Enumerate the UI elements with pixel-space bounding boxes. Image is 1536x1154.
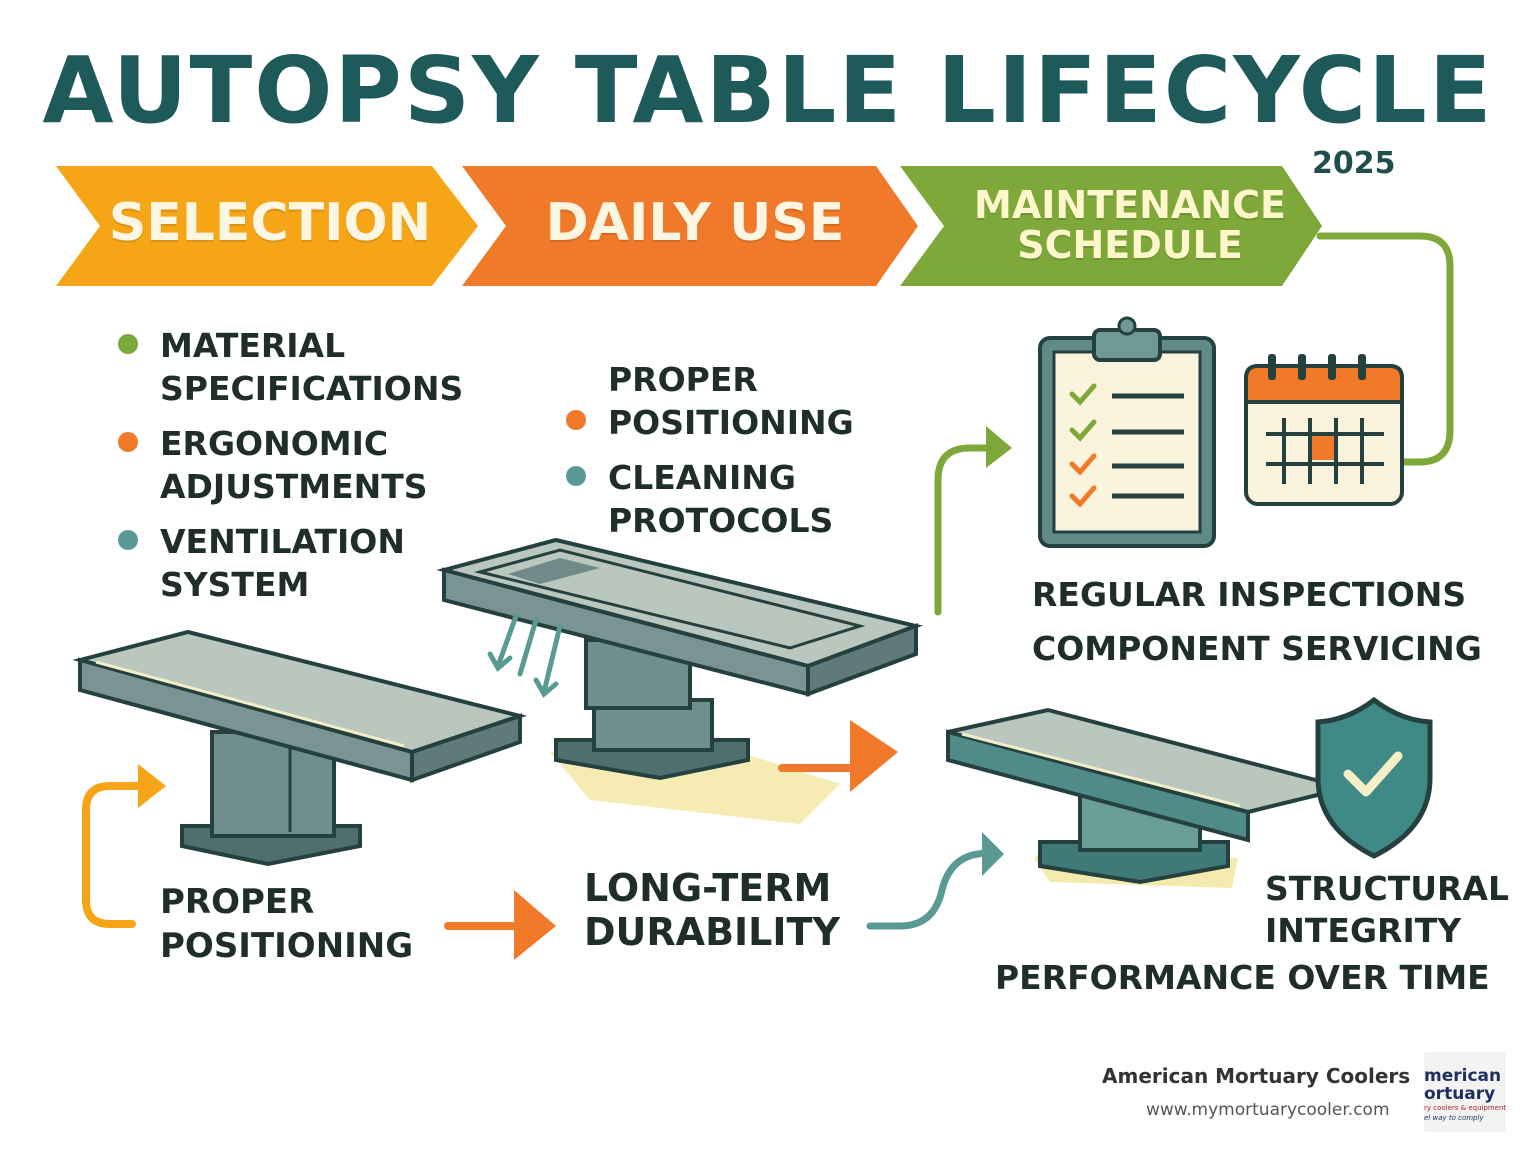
autopsy-table-daily-use xyxy=(436,537,923,824)
performance-over-time-label: PERFORMANCE OVER TIME xyxy=(995,958,1490,997)
logo-text-line3: ry coolers & equipment xyxy=(1424,1104,1506,1112)
autopsy-table-maintenance xyxy=(946,707,1347,888)
ventilation-arrows-icon xyxy=(487,613,563,698)
green-up-arrow xyxy=(934,444,994,616)
calendar-icon xyxy=(1244,354,1404,506)
list-item-text: VENTILATION SYSTEM xyxy=(160,522,405,604)
list-item-text: ERGONOMIC ADJUSTMENTS xyxy=(160,424,428,506)
brand-logo: merican ortuary ry coolers & equipment e… xyxy=(1424,1052,1506,1132)
stage-daily-use-label: DAILY USE xyxy=(545,193,845,253)
list-item: CLEANING PROTOCOLS xyxy=(556,456,896,542)
list-item: MATERIAL SPECIFICATIONS xyxy=(108,324,528,410)
maintenance-loop-arrow xyxy=(1316,232,1454,466)
list-item: PROPER POSITIONING xyxy=(556,358,896,444)
bullet-dot xyxy=(566,410,586,430)
bullet-dot xyxy=(118,334,138,354)
component-servicing-label: COMPONENT SERVICING xyxy=(1032,629,1482,668)
shield-check-icon xyxy=(1315,696,1433,859)
list-item-text: CLEANING PROTOCOLS xyxy=(608,458,834,540)
regular-inspections-label: REGULAR INSPECTIONS xyxy=(1032,575,1467,614)
stage-selection-label: SELECTION xyxy=(108,193,432,253)
teal-curve-arrow xyxy=(866,848,992,930)
maintenance-tasks: REGULAR INSPECTIONS COMPONENT SERVICING xyxy=(1032,568,1482,676)
stage-maintenance-label: MAINTENANCE SCHEDULE xyxy=(974,183,1286,267)
brand-name: American Mortuary Coolers xyxy=(1102,1064,1411,1088)
year-label: 2025 xyxy=(1312,146,1396,181)
chevron-maintenance xyxy=(900,166,1322,286)
list-item-text: PROPER POSITIONING xyxy=(608,360,854,442)
bullet-dot xyxy=(118,432,138,452)
structural-integrity-label: STRUCTURAL INTEGRITY xyxy=(1265,869,1509,950)
list-item: ERGONOMIC ADJUSTMENTS xyxy=(108,422,528,508)
chevron-selection xyxy=(56,166,478,286)
long-term-durability-label: LONG-TERM DURABILITY xyxy=(584,866,840,954)
autopsy-table-selection xyxy=(72,629,528,867)
chevron-daily-use xyxy=(462,166,918,286)
clipboard-checklist-icon xyxy=(1038,316,1216,548)
brand-url[interactable]: www.mymortuarycooler.com xyxy=(1146,1100,1390,1120)
daily-use-list: PROPER POSITIONING CLEANING PROTOCOLS xyxy=(556,358,896,554)
page-title: AUTOPSY TABLE LIFECYCLE xyxy=(42,37,1494,144)
logo-text-line4: el way to comply xyxy=(1424,1114,1484,1122)
logo-text-line1: merican xyxy=(1424,1066,1502,1086)
orange-loop-arrow xyxy=(82,782,144,928)
bullet-dot xyxy=(118,530,138,550)
list-item: VENTILATION SYSTEM xyxy=(108,520,528,606)
list-item-text: MATERIAL SPECIFICATIONS xyxy=(160,326,464,408)
logo-text-line2: ortuary xyxy=(1424,1084,1496,1104)
bullet-dot xyxy=(566,466,586,486)
proper-positioning-label: PROPER POSITIONING xyxy=(160,882,414,966)
selection-list: MATERIAL SPECIFICATIONS ERGONOMIC ADJUST… xyxy=(108,324,528,618)
